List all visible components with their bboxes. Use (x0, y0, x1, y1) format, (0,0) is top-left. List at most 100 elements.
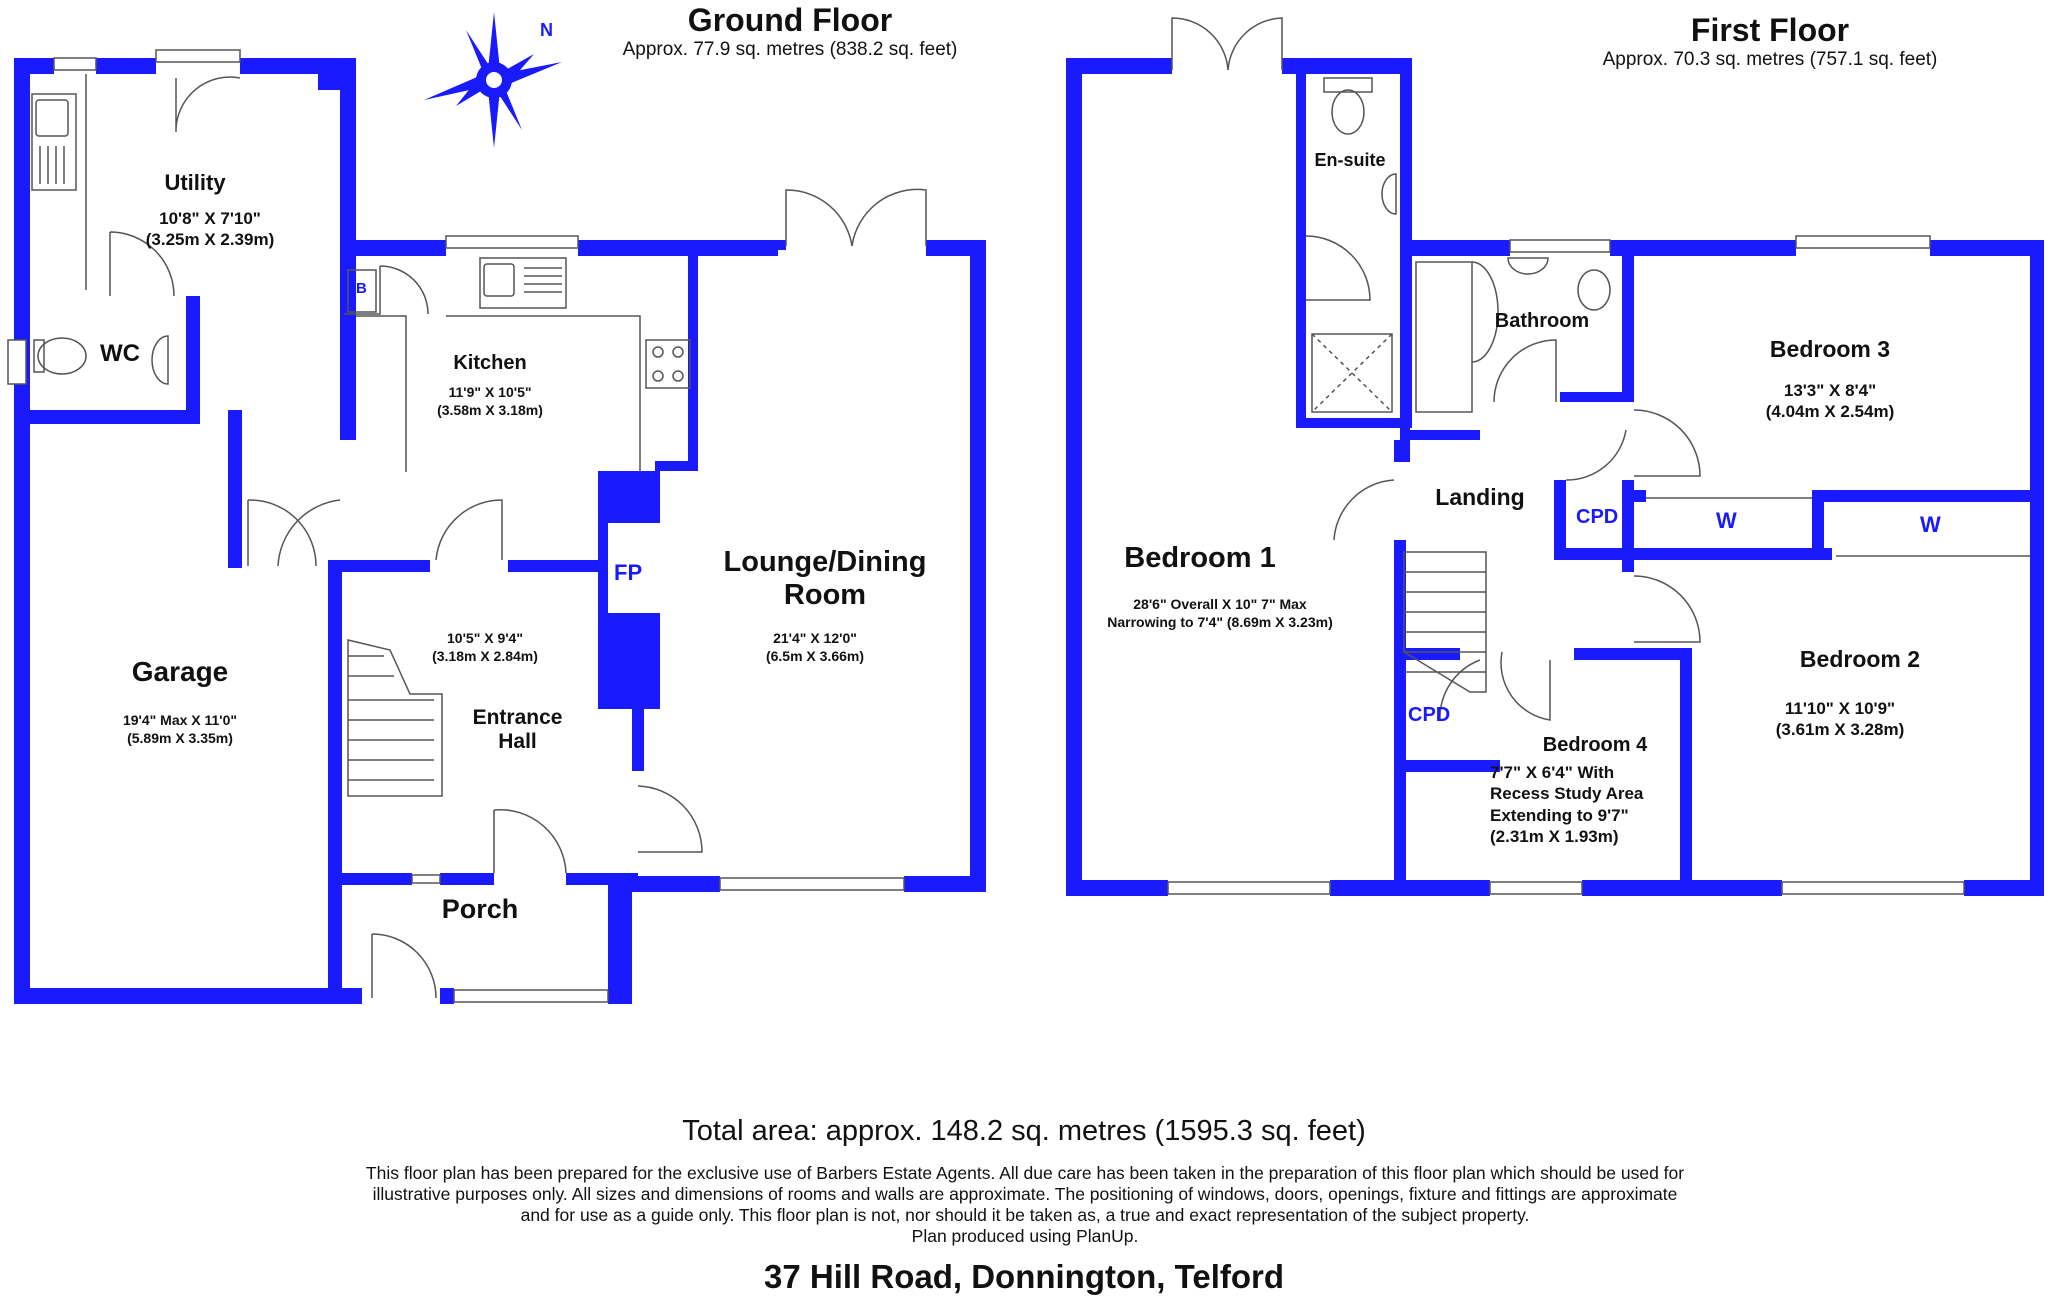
chimney-bottom (598, 613, 660, 709)
wall-ground-left (14, 58, 30, 1003)
window-bed1 (1167, 881, 1331, 895)
kitchen-dim-metric: (3.58m X 3.18m) (437, 401, 543, 418)
wall-bath-right (1622, 256, 1634, 402)
wall-garage-right (328, 560, 342, 1002)
wall-bath-bottom-b (1560, 392, 1632, 402)
wall-utility-top-a (14, 58, 54, 74)
window-utility-left (53, 57, 97, 71)
room-bed1-name: Bedroom 1 (1124, 542, 1276, 574)
utility-dim-metric: (3.25m X 2.39m) (145, 230, 275, 250)
room-bed4-dims: 7'7" X 6'4" With Recess Study Area Exten… (1490, 762, 1670, 847)
wall-first-right (2030, 240, 2044, 896)
wall-first-bottom-a (1066, 880, 1168, 896)
wall-cpd-upper-left (1554, 480, 1566, 560)
room-bed1-dims: 28'6" Overall X 10" 7" Max Narrowing to … (1100, 596, 1340, 631)
total-area: Total area: approx. 148.2 sq. metres (15… (682, 1115, 1366, 1147)
wc-toilet (37, 337, 87, 375)
kitchen-hob (645, 339, 691, 389)
wall-kitchen-lounge-return (655, 461, 698, 471)
hall-dim-metric: (3.18m X 2.84m) (432, 647, 538, 664)
first-floor-header: First Floor Approx. 70.3 sq. metres (757… (1560, 12, 1980, 71)
room-bed3-dims: 13'3" X 8'4" (4.04m X 2.54m) (1750, 380, 1910, 423)
wall-hall-top-b (508, 560, 598, 572)
bed2-dim-imperial: 11'10" X 10'9" (1784, 699, 1896, 718)
wall-bed1-top-a (1066, 58, 1172, 74)
bed4-dim-line3: Extending to 9'7" (1490, 805, 1629, 825)
room-bed3-name: Bedroom 3 (1769, 336, 1891, 362)
bathroom-bath (1415, 261, 1473, 413)
door-bathroom (1493, 339, 1557, 403)
door-hall-lounge (637, 785, 703, 853)
wall-porch-bottom-a (342, 988, 362, 1004)
door-bed2 (1633, 575, 1701, 643)
room-garage-dims: 19'4" Max X 11'0" (5.89m X 3.35m) (90, 712, 270, 747)
lounge-name-line1: Lounge/Dining (723, 546, 927, 578)
room-porch-name: Porch (441, 894, 519, 924)
property-address: 37 Hill Road, Donnington, Telford (763, 1258, 1285, 1295)
wall-hall-top-a (340, 560, 430, 572)
wc-cistern (33, 339, 45, 373)
window-wc (7, 339, 27, 385)
ensuite-toilet (1331, 89, 1365, 135)
garage-dim-metric: (5.89m X 3.35m) (127, 729, 233, 746)
bathroom-basin (1507, 257, 1549, 275)
wall-ensuite-right (1400, 240, 1412, 428)
room-hall-name: Entrance Hall (450, 706, 585, 754)
stair-treads-ground (348, 655, 434, 781)
wall-porch-top-a (342, 873, 412, 885)
utility-drainer-lines (39, 146, 65, 184)
utility-sink-drainer (31, 93, 77, 191)
wall-lounge-right (970, 240, 986, 892)
room-utility-dims: 10'8" X 7'10" (3.25m X 2.39m) (130, 208, 290, 251)
window-kitchen (445, 235, 579, 249)
french-doors-bed1 (1171, 17, 1283, 71)
utility-dim-imperial: 10'8" X 7'10" (159, 209, 261, 228)
boiler-cupboard (347, 269, 377, 313)
door-cpd-upper (1565, 429, 1627, 481)
window-lounge (719, 877, 905, 891)
wall-landing-left-stub (1394, 440, 1406, 462)
kitchen-dim-imperial: 11'9" X 10'5" (448, 384, 532, 400)
wall-bed1-left (1066, 58, 1082, 894)
ground-floor-area: Approx. 77.9 sq. metres (838.2 sq. feet) (622, 39, 958, 60)
disclaimer: This floor plan has been prepared for th… (300, 1163, 1750, 1247)
kitchen-drainer-lines (524, 267, 562, 293)
door-bed3 (1633, 409, 1701, 477)
wall-wardrobe-bottom (1560, 548, 1832, 560)
door-utility-wc (109, 231, 175, 297)
wall-garage-bottom (14, 988, 354, 1004)
wall-lounge-bottom-b (904, 876, 986, 892)
hob-ring-2 (672, 346, 684, 358)
bed4-dim-line2: Recess Study Area (1490, 784, 1644, 804)
door-utility-external (175, 76, 241, 133)
wall-bed3-stub (1622, 490, 1646, 502)
window-bathroom (1509, 239, 1611, 253)
hob-ring-1 (652, 346, 664, 358)
door-hall-kitchen (435, 499, 503, 561)
wall-porch-right (608, 873, 632, 1003)
wall-first-bottom-d (1964, 880, 2044, 896)
disclaimer-line2: illustrative purposes only. All sizes an… (372, 1184, 1678, 1204)
bed2-dim-metric: (3.61m X 3.28m) (1775, 720, 1905, 740)
hall-name-line1: Entrance (472, 706, 563, 729)
wall-first-bottom-b (1330, 880, 1490, 896)
bed1-dim-line1: 28'6" Overall X 10" 7" Max (1133, 596, 1307, 612)
window-porch-front (453, 989, 609, 1003)
wall-ensuite-left (1296, 58, 1306, 428)
wall-ensuite-bottom (1296, 418, 1412, 428)
wardrobe-label-1: W (1716, 508, 1737, 533)
wc-basin (151, 335, 169, 385)
wall-wardrobe-divider (1812, 490, 1824, 560)
window-bed3 (1795, 235, 1931, 249)
ensuite-basin (1381, 173, 1397, 215)
bed4-dim-line1: 7'7" X 6'4" With (1490, 763, 1615, 782)
bed1-dim-line2: Narrowing to 7'4" (8.69m X 3.23m) (1107, 613, 1333, 630)
wall-bath-top-b (1610, 240, 1796, 256)
wall-bed4-top-b (1574, 648, 1692, 660)
french-doors-lounge (785, 188, 927, 247)
fixtures (7, 17, 2030, 1003)
door-boiler (344, 265, 429, 315)
room-garage-name: Garage (131, 656, 229, 687)
fireplace-label: FP (614, 560, 643, 585)
